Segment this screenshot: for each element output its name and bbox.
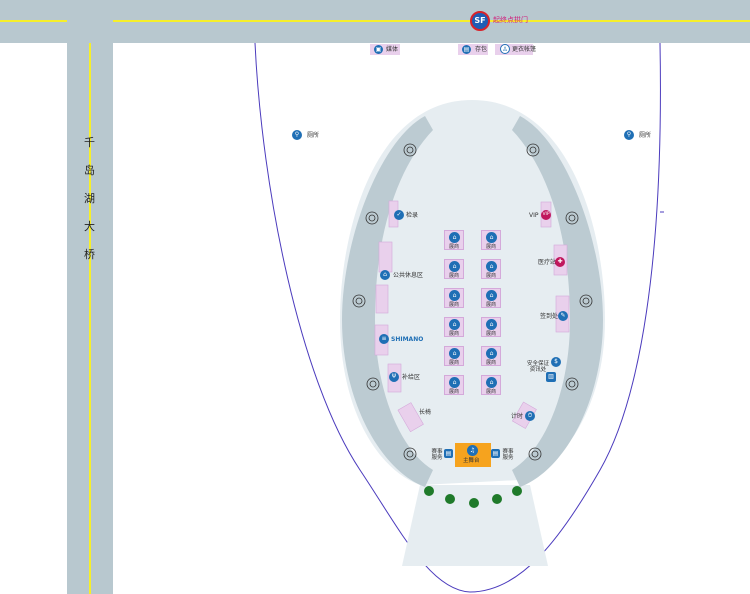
exhibitor-booth[interactable]: ⌂展商: [481, 346, 501, 366]
stage-left-tent-icon: ▤: [444, 449, 453, 458]
shimano-label: SHIMANO: [391, 336, 424, 343]
timing-icon[interactable]: ⏱: [525, 411, 535, 421]
exhibitor-booth[interactable]: ⌂展商: [444, 259, 464, 279]
medical-label: 医疗站: [538, 259, 557, 266]
shop-icon: ⌂: [449, 319, 460, 330]
sign-icon[interactable]: ✎: [558, 311, 568, 321]
changing-label: 更衣帐篷: [512, 46, 537, 53]
bridge-name-char-5: 桥: [84, 248, 95, 261]
lounge-label: 公共休息区: [393, 272, 424, 279]
media-tent[interactable]: [370, 44, 400, 55]
storage-tent[interactable]: [458, 44, 488, 55]
booth-label: 展商: [448, 273, 459, 279]
shop-icon: ⌂: [486, 319, 497, 330]
booth-label: 展商: [448, 389, 459, 395]
exhibitor-booth[interactable]: ⌂展商: [481, 259, 501, 279]
shop-icon: ⌂: [449, 348, 460, 359]
shimano-icon[interactable]: ≡: [379, 334, 389, 344]
sign-label: 签到处: [540, 313, 559, 320]
booth-label: 展商: [485, 331, 496, 337]
exhibitor-booth[interactable]: ⌂展商: [444, 346, 464, 366]
entry-plaza: [402, 485, 548, 566]
grey-track-left: [342, 116, 433, 487]
restroom-right-label: 厕所: [639, 132, 652, 139]
restroom-left-label: 厕所: [307, 132, 320, 139]
stage-left-tent-label: 赛事 服务: [431, 449, 443, 461]
shop-icon: ⌂: [449, 261, 460, 272]
tree-row: [424, 486, 522, 508]
shop-icon: ⌂: [486, 261, 497, 272]
shop-icon: ⌂: [486, 348, 497, 359]
outer-track: [340, 100, 605, 485]
checkin-icon[interactable]: ✓: [394, 210, 404, 220]
booth-label: 展商: [485, 389, 496, 395]
media-label: 媒体: [386, 46, 399, 53]
exhibitor-booth[interactable]: ⌂展商: [481, 317, 501, 337]
stage-right-tent-icon: ▤: [491, 449, 500, 458]
restroom-right-icon[interactable]: ⚲: [624, 130, 634, 140]
shop-icon: ⌂: [449, 232, 460, 243]
gate-label: 起终点拱门: [493, 16, 528, 24]
exhibitor-booth[interactable]: ⌂展商: [481, 288, 501, 308]
safety-icon[interactable]: $: [551, 357, 561, 367]
bench-label: 长椅: [419, 409, 432, 416]
medical-icon[interactable]: ✚: [555, 257, 565, 267]
grey-track-right: [512, 116, 603, 487]
exhibitor-booth[interactable]: ⌂展商: [481, 375, 501, 395]
stage-label: 主舞台: [463, 458, 480, 464]
booth-label: 展商: [485, 360, 496, 366]
shop-icon: ⌂: [486, 377, 497, 388]
media-icon: ▣: [374, 45, 383, 54]
changing-tent[interactable]: [495, 44, 533, 55]
booth-label: 展商: [448, 360, 459, 366]
storage-label: 存包: [475, 46, 488, 53]
safety-kiosk-icon[interactable]: ▥: [546, 372, 556, 382]
shop-icon: ⌂: [486, 290, 497, 301]
exhibitor-booth[interactable]: ⌂展商: [444, 375, 464, 395]
bridge-name-char-1: 千: [84, 136, 95, 149]
stage-icon: ♫: [467, 445, 478, 456]
supply-label: 补给区: [402, 374, 421, 381]
booth-label: 展商: [485, 302, 496, 308]
sf-logo-icon[interactable]: SF: [470, 11, 490, 31]
exhibitor-booth[interactable]: ⌂展商: [444, 230, 464, 250]
vip-label: VIP: [529, 212, 539, 219]
spiral-decorations: [352, 143, 593, 461]
storage-icon: ▤: [462, 45, 471, 54]
booth-label: 展商: [485, 244, 496, 250]
bridge-name-char-4: 大: [84, 220, 95, 233]
checkin-label: 检录: [406, 212, 419, 219]
safety-label: 安全保证 资讯处: [526, 361, 549, 373]
exhibitor-booth[interactable]: ⌂展商: [444, 317, 464, 337]
shop-icon: ⌂: [449, 290, 460, 301]
vip-icon[interactable]: VIP: [541, 210, 551, 220]
timing-label: 计时: [511, 413, 524, 420]
booth-label: 展商: [448, 244, 459, 250]
bridge-name-char-2: 岛: [84, 164, 95, 177]
changing-icon: ♙: [500, 44, 510, 54]
stage-right-tent-label: 赛事 服务: [502, 449, 514, 461]
booth-label: 展商: [485, 273, 496, 279]
exhibitor-booth[interactable]: ⌂展商: [481, 230, 501, 250]
supply-icon[interactable]: Ψ: [389, 372, 399, 382]
booth-label: 展商: [448, 302, 459, 308]
exhibitor-booth[interactable]: ⌂展商: [444, 288, 464, 308]
shop-icon: ⌂: [449, 377, 460, 388]
event-boundary: [254, 42, 661, 593]
restroom-left-icon[interactable]: ⚲: [292, 130, 302, 140]
lounge-icon[interactable]: ⌂: [380, 270, 390, 280]
booth-label: 展商: [448, 331, 459, 337]
bridge-name-char-3: 湖: [84, 192, 95, 205]
shop-icon: ⌂: [486, 232, 497, 243]
